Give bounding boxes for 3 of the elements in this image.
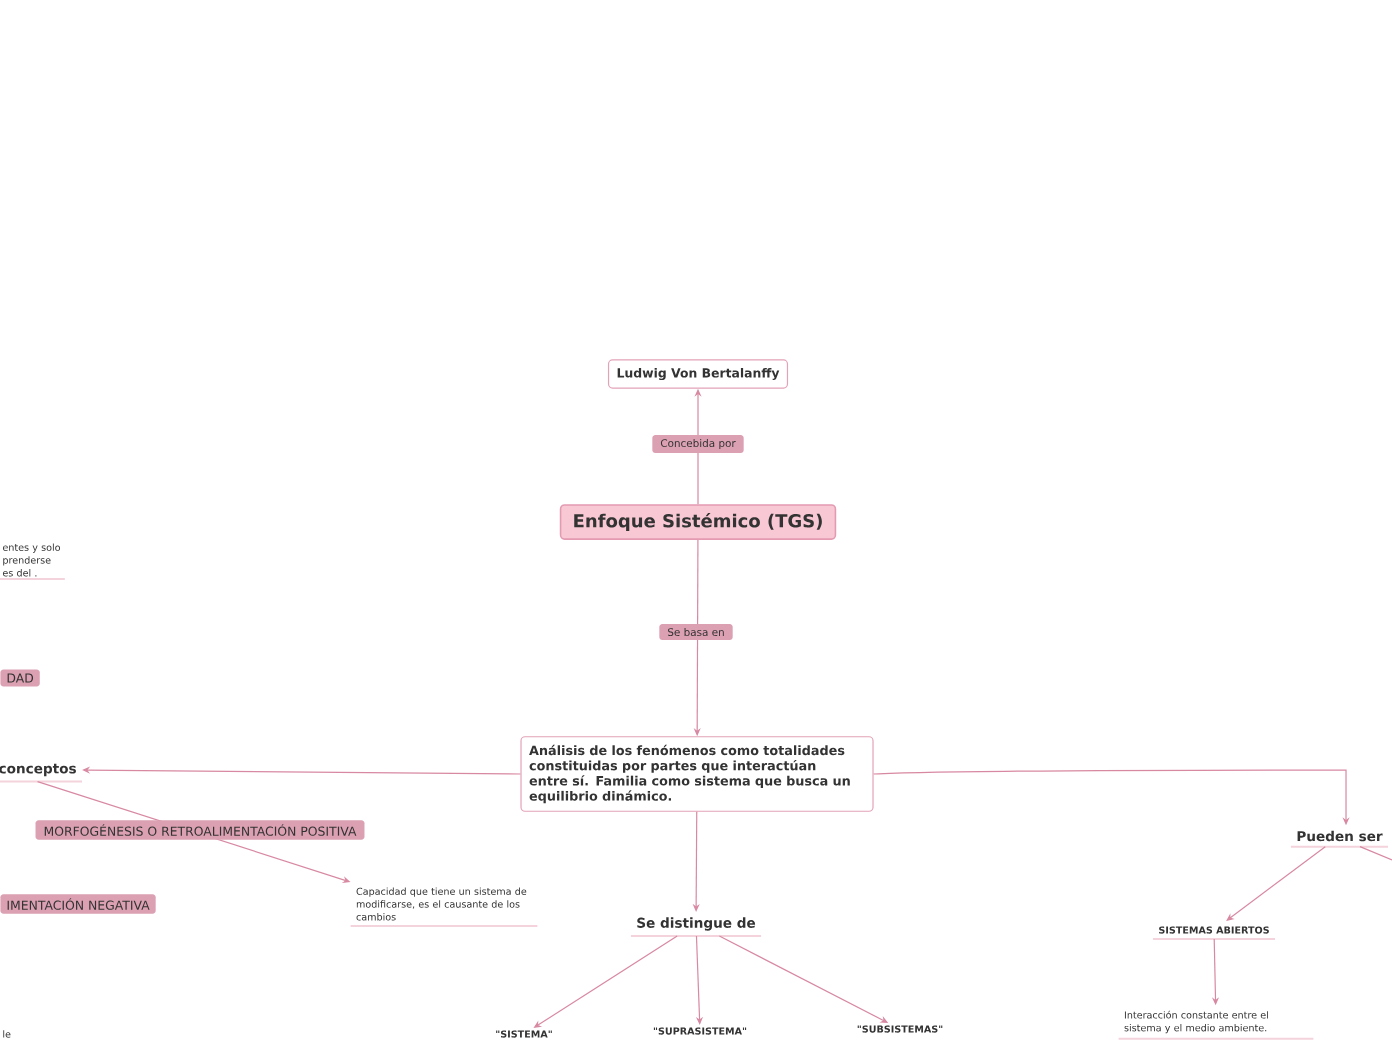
topic-box: Enfoque Sistémico (TGS) (559, 504, 837, 540)
arrow (1226, 846, 1326, 921)
arrow (695, 935, 704, 1025)
